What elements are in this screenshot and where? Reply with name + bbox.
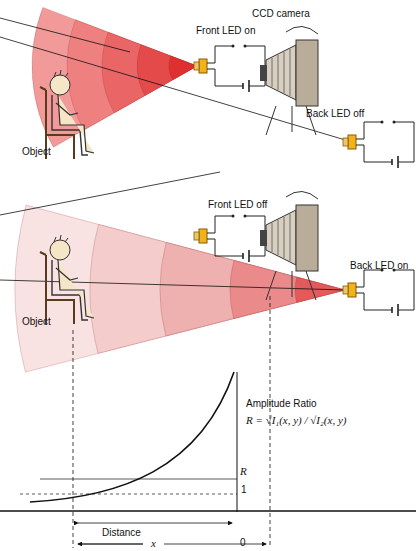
label: Distance [100,527,143,539]
light-cone [67,20,197,130]
label: 0 [240,537,246,549]
label: x [149,537,158,550]
label: Back LED off [306,108,364,120]
light-cone [169,56,197,80]
label: 1 [241,484,247,496]
label: CCD camera [252,8,310,20]
label: Back LED on [350,260,408,272]
label: Object [22,146,51,158]
label: Front LED off [208,199,267,211]
label: Amplitude Ratio [246,398,317,410]
light-cone [102,32,197,113]
label: R = √I₁(x, y) / √I₂(x, y) [246,414,346,427]
label: Front LED on [196,25,255,37]
label: Object [22,316,51,328]
light-cone [137,45,197,96]
label: R [240,465,247,478]
